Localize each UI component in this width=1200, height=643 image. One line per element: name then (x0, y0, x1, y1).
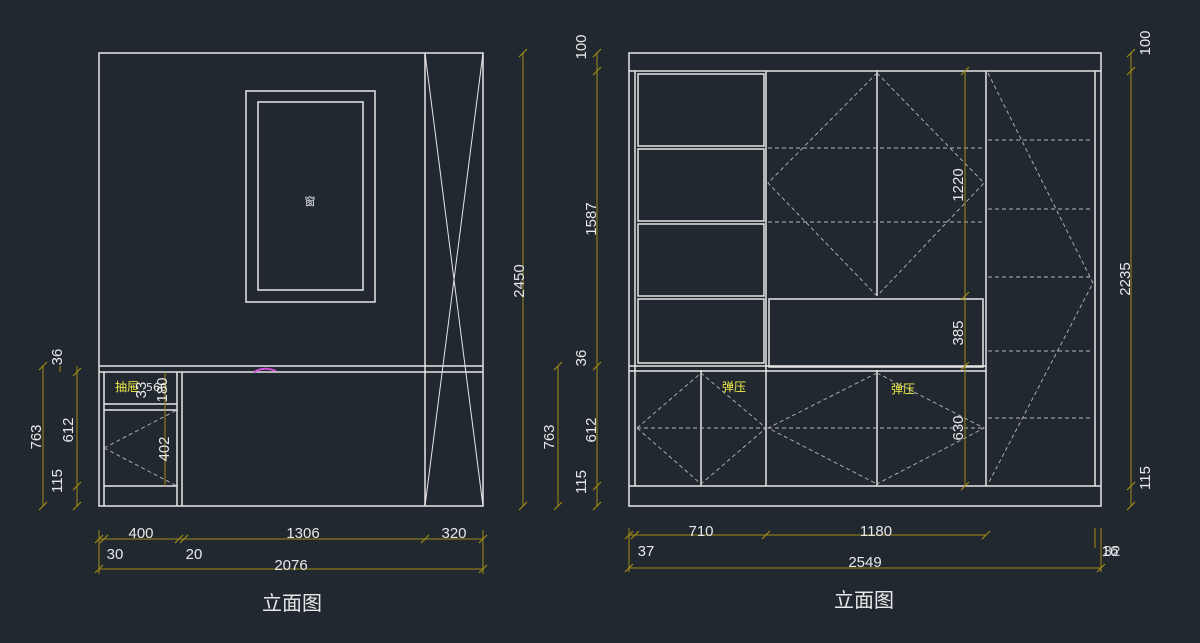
open-shelf-4 (637, 298, 765, 364)
right-outer-frame (628, 52, 1102, 507)
dim-tick (38, 501, 48, 511)
window-outer-frame (245, 90, 376, 303)
dim-tick (960, 361, 970, 371)
dim-tick (179, 534, 189, 544)
dim-tick (38, 361, 48, 371)
dim-115: 115 (49, 469, 66, 493)
magenta-marker (253, 367, 277, 373)
dim-tick (518, 48, 528, 58)
dim-115-right-left: 115 (573, 470, 590, 494)
push-label-1: 弹压 (722, 380, 746, 394)
right-drawing-title: 立面图 (834, 588, 894, 612)
dim-2450: 2450 (511, 264, 528, 297)
left-elevation: 窗 抽屉 560 2450 763 612 36 115 (28, 48, 528, 615)
dim-tick (99, 534, 109, 544)
dim-16: 16 (1102, 543, 1119, 560)
dim-tick (761, 530, 771, 540)
lower-mid-door-swing-left (767, 372, 878, 485)
dim-710: 710 (688, 523, 713, 540)
dim-tick (72, 501, 82, 511)
dim-20: 20 (186, 546, 203, 563)
dim-tick (624, 530, 634, 540)
dim-tick (592, 361, 602, 371)
dim-100-left: 100 (573, 34, 590, 59)
dim-tick (1126, 66, 1136, 76)
left-drawing-title: 立面图 (262, 591, 322, 615)
dim-37: 37 (638, 543, 655, 560)
dim-2076: 2076 (274, 557, 307, 574)
dim-630: 630 (950, 415, 967, 440)
dim-tick (981, 530, 991, 540)
dim-36-right: 36 (573, 350, 590, 367)
dim-1587: 1587 (583, 202, 600, 235)
dim-tick (1126, 481, 1136, 491)
dim-tick (478, 564, 488, 574)
dim-2549: 2549 (848, 554, 881, 571)
dim-tick (518, 501, 528, 511)
drawer-label: 抽屉 (115, 380, 139, 394)
dim-385: 385 (950, 320, 967, 345)
dim-tick (478, 534, 488, 544)
dim-tick (592, 481, 602, 491)
window-label: 窗 (305, 194, 316, 208)
dim-612-right: 612 (583, 417, 600, 442)
dim-tick (1126, 48, 1136, 58)
dim-1180: 1180 (860, 523, 892, 540)
dim-30: 30 (107, 546, 124, 563)
dim-tick (174, 534, 184, 544)
dim-36: 36 (49, 349, 66, 366)
push-label-2: 弹压 (891, 382, 915, 396)
dim-tick (94, 564, 104, 574)
dim-tick (553, 361, 563, 371)
dim-402: 402 (156, 436, 173, 461)
dim-tick (960, 481, 970, 491)
dim-612: 612 (60, 417, 77, 442)
dim-32: 32 (1104, 543, 1121, 560)
dim-tick (72, 367, 82, 377)
dim-1306: 1306 (286, 525, 319, 542)
left-outer-frame (98, 52, 484, 507)
dim-tick (420, 534, 430, 544)
upper-door-swing-right (876, 72, 985, 297)
left-tall-panel-cross-b (424, 52, 484, 507)
dim-tick (94, 534, 104, 544)
upper-door-swing-left (767, 72, 878, 297)
dim-tick (1096, 563, 1106, 573)
dim-tick (630, 530, 640, 540)
window-inner-frame (257, 101, 364, 291)
dim-33: 33 (133, 382, 150, 399)
dim-tick (1126, 501, 1136, 511)
dim-tick (592, 66, 602, 76)
dim-tick (960, 66, 970, 76)
open-shelf-3 (637, 223, 765, 297)
middle-niche (768, 298, 984, 368)
dim-tick (592, 48, 602, 58)
dim-tick (624, 563, 634, 573)
open-shelf-2 (637, 148, 765, 222)
dim-tick (960, 291, 970, 301)
dim-tick (592, 501, 602, 511)
dim-180: 180 (154, 377, 171, 402)
dim-tick (553, 501, 563, 511)
right-elevation: 弹压 弹压 1220 385 630 100 1587 36 763 612 1… (541, 30, 1154, 612)
dim-1220: 1220 (950, 168, 967, 201)
open-shelf-1 (637, 73, 765, 147)
dim-763: 763 (28, 424, 45, 449)
dim-115-far-right: 115 (1137, 466, 1154, 490)
dim-320: 320 (441, 525, 466, 542)
dim-763-right: 763 (541, 424, 558, 449)
tall-door-swing (987, 72, 1094, 485)
drawer-note: 560 (146, 381, 167, 394)
dim-tick (72, 481, 82, 491)
dim-400: 400 (128, 525, 153, 542)
dim-100-right: 100 (1137, 30, 1154, 55)
dim-2235: 2235 (1117, 262, 1134, 295)
lower-mid-door-swing-right (876, 372, 985, 485)
